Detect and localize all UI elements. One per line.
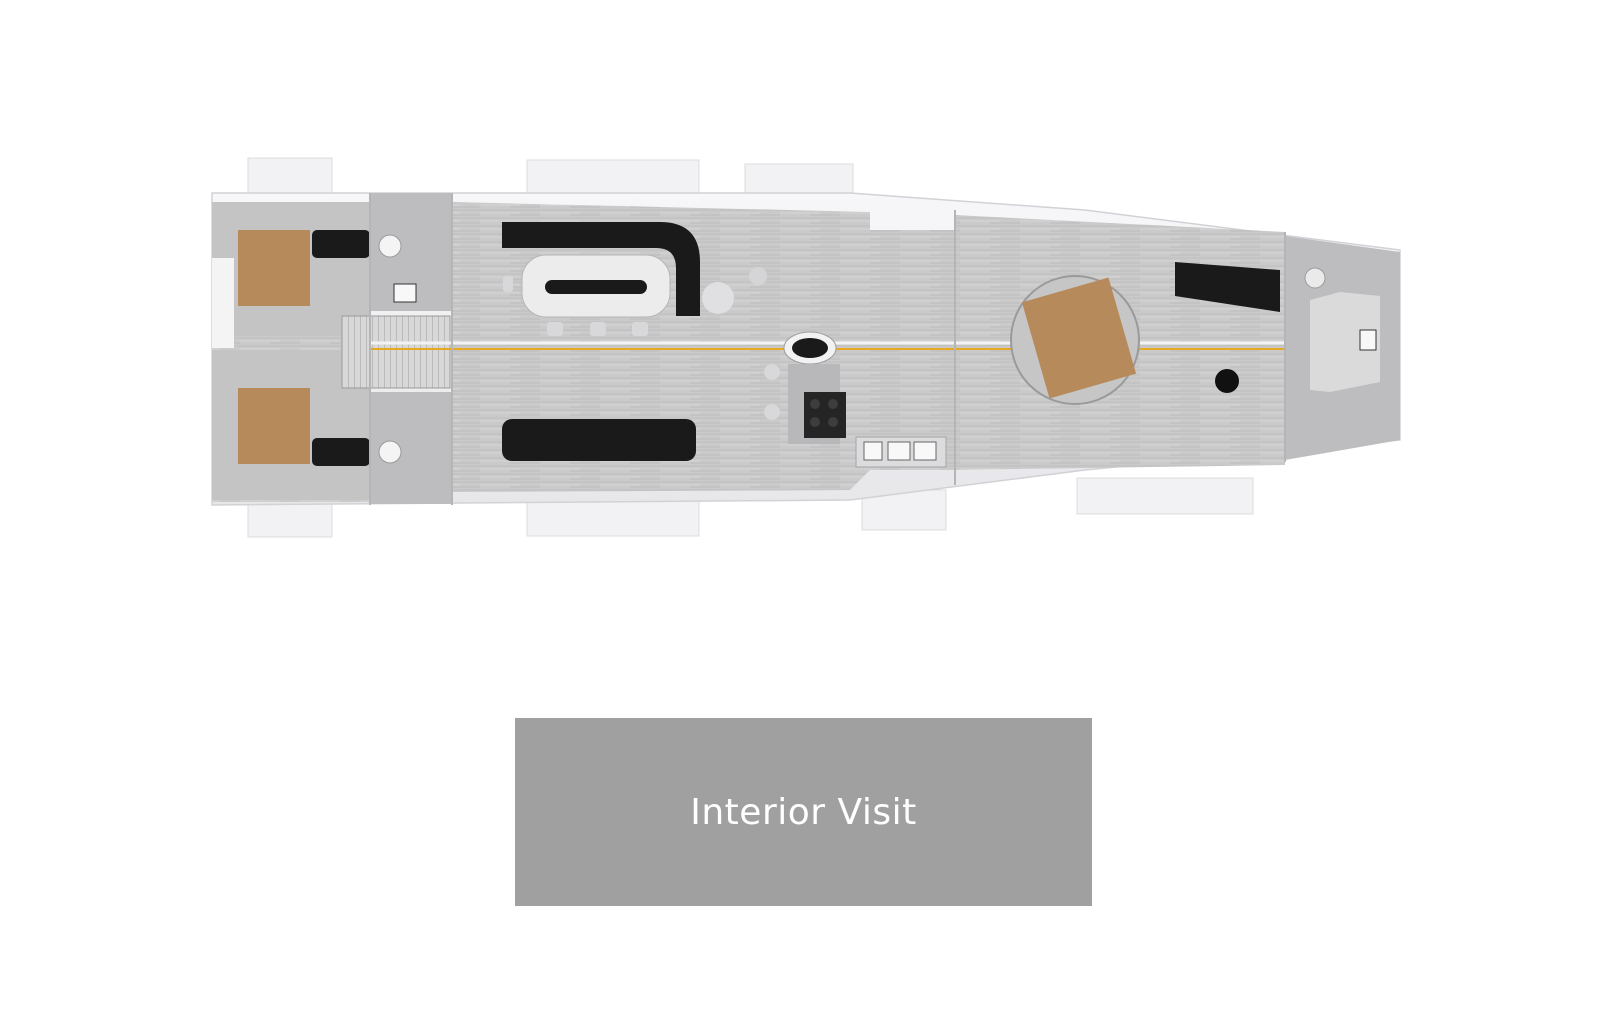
galley-island bbox=[764, 331, 846, 444]
interior-visit-label: Interior Visit bbox=[690, 791, 917, 833]
heads bbox=[370, 193, 452, 504]
companionway-stair bbox=[341, 315, 451, 389]
lower-sofa bbox=[502, 419, 696, 461]
owner-bed bbox=[1010, 262, 1280, 405]
yacht-deck-plan bbox=[211, 157, 1401, 538]
salon-sofa bbox=[502, 222, 700, 316]
bow-cabin bbox=[1285, 236, 1400, 460]
galley-sink bbox=[855, 436, 947, 468]
interior-visit-button[interactable]: Interior Visit bbox=[515, 718, 1092, 906]
